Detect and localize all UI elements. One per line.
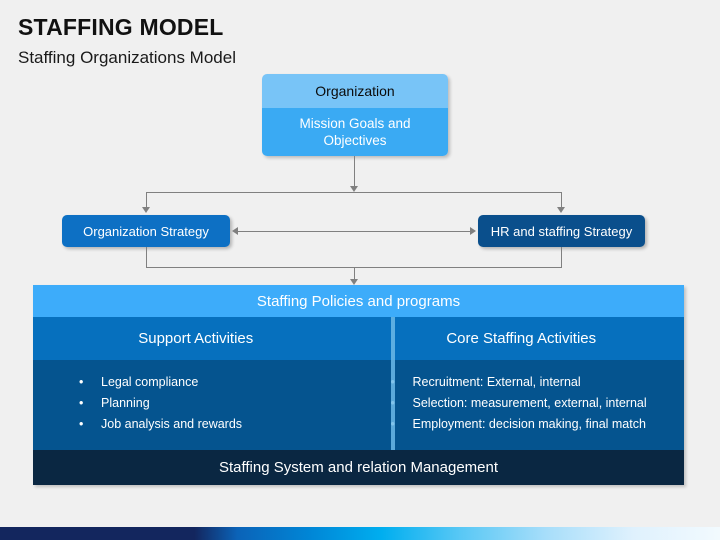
connector-hr-strategy-down	[561, 247, 562, 267]
support-activities-list: Legal compliance Planning Job analysis a…	[73, 372, 373, 435]
column-divider	[391, 317, 395, 450]
arrow-to-org-strategy-icon	[142, 207, 150, 213]
organization-card[interactable]: Organization Mission Goals and Objective…	[262, 74, 448, 156]
arrow-org-to-bus-icon	[350, 186, 358, 192]
staffing-policies-band: Staffing Policies and programs	[33, 285, 684, 317]
list-item: Selection: measurement, external, intern…	[385, 393, 685, 414]
connector-strategies-bidirectional	[238, 231, 470, 232]
arrow-to-org-strategy-left-icon	[232, 227, 238, 235]
core-staffing-activities-heading: Core Staffing Activities	[446, 330, 597, 347]
arrow-to-hr-strategy-right-icon	[470, 227, 476, 235]
organization-card-header: Organization	[262, 74, 448, 108]
connector-bus-to-panel	[354, 267, 355, 279]
list-item: Recruitment: External, internal	[385, 372, 685, 393]
connector-distribution-bar	[146, 192, 562, 193]
core-staffing-activities-column: Recruitment: External, internal Selectio…	[373, 360, 685, 450]
page-subtitle: Staffing Organizations Model	[18, 48, 236, 67]
page-title: STAFFING MODEL	[18, 14, 224, 40]
staffing-system-band: Staffing System and relation Management	[33, 450, 684, 485]
organization-card-body: Mission Goals and Objectives	[262, 108, 448, 156]
bottom-accent-bar	[0, 527, 720, 540]
support-activities-heading: Support Activities	[138, 330, 254, 347]
staffing-panel: Staffing Policies and programs Support A…	[33, 285, 684, 485]
support-activities-column: Legal compliance Planning Job analysis a…	[33, 360, 373, 450]
organization-strategy-box[interactable]: Organization Strategy	[62, 215, 230, 247]
core-staffing-activities-list: Recruitment: External, internal Selectio…	[385, 372, 685, 435]
connector-org-to-bus	[354, 156, 355, 186]
activities-content-row: Legal compliance Planning Job analysis a…	[33, 360, 684, 450]
list-item: Planning	[73, 393, 373, 414]
list-item: Legal compliance	[73, 372, 373, 393]
connector-bus-to-hr-strategy	[561, 192, 562, 207]
hr-strategy-box[interactable]: HR and staffing Strategy	[478, 215, 645, 247]
connector-bus-to-org-strategy	[146, 192, 147, 207]
arrow-to-panel-icon	[350, 279, 358, 285]
list-item: Job analysis and rewards	[73, 414, 373, 435]
list-item: Employment: decision making, final match	[385, 414, 685, 435]
arrow-to-hr-strategy-icon	[557, 207, 565, 213]
activities-subheader-row: Support Activities Core Staffing Activit…	[33, 317, 684, 360]
connector-org-strategy-down	[146, 247, 147, 267]
